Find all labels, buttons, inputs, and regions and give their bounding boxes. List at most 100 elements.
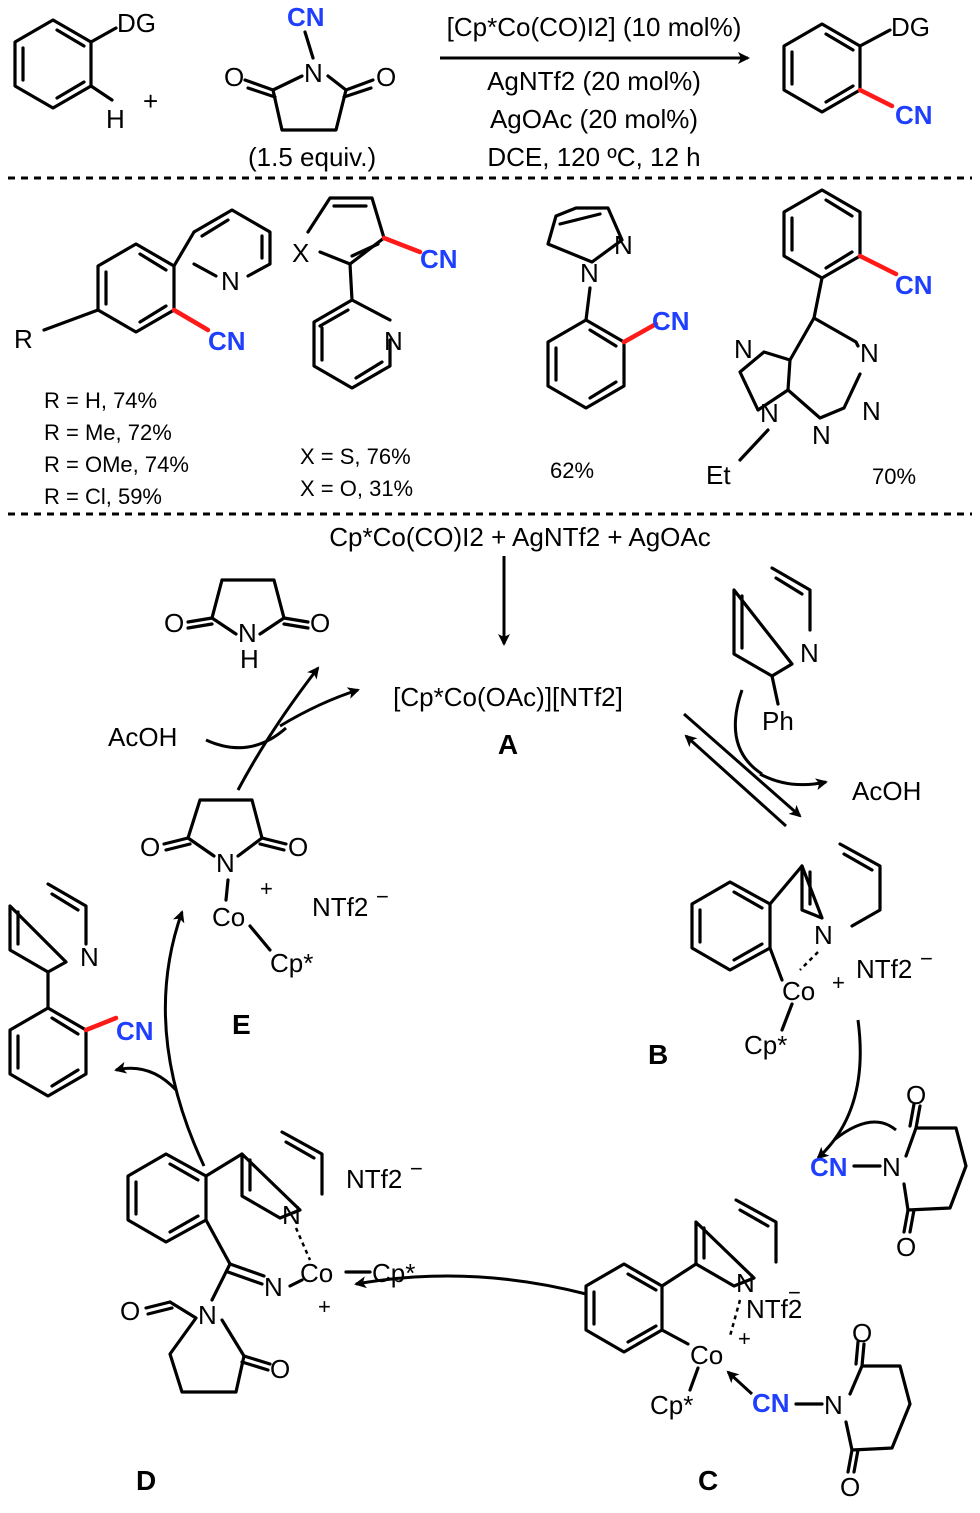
top-reaction: DG H + CN N O O (1.5 equiv.) [Cp*Co(CO)I… (13, 2, 933, 172)
ncs-o-bottom: O (896, 1232, 916, 1262)
succinimide-h: H (240, 644, 259, 674)
phpy-n: N (800, 638, 819, 668)
pyrazole-n-2: N (614, 230, 633, 260)
pyrazole-yield: 62% (550, 458, 594, 483)
c-cp: Cp* (650, 1390, 693, 1420)
b-co: Co (782, 976, 815, 1006)
product-dg-label: DG (891, 12, 930, 42)
d-cp: Cp* (372, 1258, 415, 1288)
purine-n-9: N (812, 420, 831, 450)
ncs-o-top: O (906, 1080, 926, 1110)
c-co: Co (690, 1340, 723, 1370)
product-nitrile: N CN (8, 882, 154, 1098)
to-succinimide-arrow (236, 666, 320, 791)
product-cn-label: CN (895, 100, 933, 130)
scope-purine: CN N N N N N Et 70% (706, 188, 933, 490)
e-cp: Cp* (270, 948, 313, 978)
acoh-right: AcOH (852, 776, 921, 806)
c-ncs-n: N (824, 1390, 843, 1420)
c-to-d-arrow (354, 1274, 587, 1296)
b-to-c-arrow (816, 1019, 862, 1160)
c-ncs-o-top: O (852, 1318, 872, 1348)
e-ntf2-charge: − (376, 884, 389, 909)
catalyst-a-formula: [Cp*Co(OAc)][NTf2] (393, 682, 623, 712)
pyridine-n-1: N (221, 266, 240, 296)
condition-additive-2: AgOAc (20 mol%) (490, 104, 698, 134)
reagent-n-label: N (304, 58, 323, 88)
b-cp: Cp* (744, 1030, 787, 1060)
label-e: E (232, 1009, 251, 1040)
product-pyridine-n: N (80, 942, 99, 972)
reagent-o-left: O (224, 62, 244, 92)
acoh-out-arrow (759, 772, 828, 791)
scope-aryl-pyridine: R N CN R = H, 74% R = Me, 72% R = OMe, 7… (14, 208, 272, 509)
condition-catalyst: [Cp*Co(CO)I2] (10 mol%) (447, 12, 742, 42)
d-o-left: O (120, 1296, 140, 1326)
b-charge: + (832, 970, 845, 995)
r-yield-h: R = H, 74% (44, 388, 157, 413)
product-release-arrow (114, 1061, 178, 1092)
c-charge: + (738, 1326, 751, 1351)
e-o-left: O (140, 832, 160, 862)
reagent-cn-label: CN (287, 2, 325, 32)
b-ntf2: NTf2 (856, 954, 912, 984)
e-charge: + (260, 876, 273, 901)
scope-pyrazole: N N CN 62% (546, 206, 690, 483)
scope-cn-4: CN (895, 270, 933, 300)
x-yield-o: X = O, 31% (300, 476, 413, 501)
x-yield-s: X = S, 76% (300, 444, 411, 469)
label-a: A (498, 729, 518, 760)
purine-n-3: N (862, 396, 881, 426)
complex-b: N Co + NTf2 − Cp* B (648, 842, 933, 1070)
b-ntf2-charge: − (920, 946, 933, 971)
purine-yield: 70% (872, 464, 916, 489)
catalytic-cycle: Cp*Co(CO)I2 + AgNTf2 + AgOAc [Cp*Co(OAc)… (8, 522, 968, 1502)
reagent-equiv-label: (1.5 equiv.) (248, 142, 376, 172)
phpy-in-arc (733, 689, 763, 776)
e-o-right: O (288, 832, 308, 862)
d-o-right: O (270, 1354, 290, 1384)
phpy-ph: Ph (762, 706, 794, 736)
c-n: N (736, 1268, 755, 1298)
condition-additive-1: AgNTf2 (20 mol%) (487, 66, 701, 96)
reagent-o-right: O (376, 62, 396, 92)
ncs-n: N (882, 1152, 901, 1182)
complex-d: N N Co + Cp* NTf2 − N O O D (120, 1130, 423, 1496)
ncs-in-arc (833, 1120, 897, 1142)
plus-sign: + (143, 86, 158, 116)
c-ntf2-charge: − (788, 1280, 801, 1305)
label-b: B (648, 1039, 668, 1070)
condition-solvent-temp-time: DCE, 120 ºC, 12 h (487, 142, 700, 172)
c-ntf2: NTf2 (746, 1294, 802, 1324)
scope-cn-2: CN (420, 244, 458, 274)
purine-n-9b: N (760, 398, 779, 428)
h-label: H (106, 104, 125, 134)
dg-label: DG (117, 8, 156, 38)
x-label: X (292, 238, 309, 268)
scope-heteroaryl-pyridine: X CN N X = S, 76% X = O, 31% (292, 196, 458, 501)
ncs-cn-label: CN (810, 1152, 848, 1182)
ncs-reagent: CN N O O (810, 1080, 968, 1262)
precursor-label: Cp*Co(CO)I2 + AgNTf2 + AgOAc (329, 522, 711, 552)
complex-c: N Co + NTf2 − Cp* CN N O O C (584, 1198, 912, 1502)
label-d: D (136, 1465, 156, 1496)
e-n: N (216, 848, 235, 878)
ethyl-label: Et (706, 460, 731, 490)
r-yield-ome: R = OMe, 74% (44, 452, 189, 477)
e-co: Co (212, 902, 245, 932)
purine-n-1: N (860, 338, 879, 368)
product-benzonitrile: DG CN (782, 12, 933, 130)
d-ntf2: NTf2 (346, 1164, 402, 1194)
purine-n-7: N (734, 334, 753, 364)
succinimide-o-left: O (164, 608, 184, 638)
b-n: N (814, 920, 833, 950)
d-charge: + (318, 1294, 331, 1319)
d-to-e-arrow (163, 910, 206, 1167)
r-yield-cl: R = Cl, 59% (44, 484, 162, 509)
c-cn-label: CN (752, 1388, 790, 1418)
succinimide-byproduct: O O N H (164, 578, 330, 674)
scope-cn-1: CN (208, 326, 246, 356)
product-cn: CN (116, 1016, 154, 1046)
eq-reverse-arrow (684, 734, 788, 828)
